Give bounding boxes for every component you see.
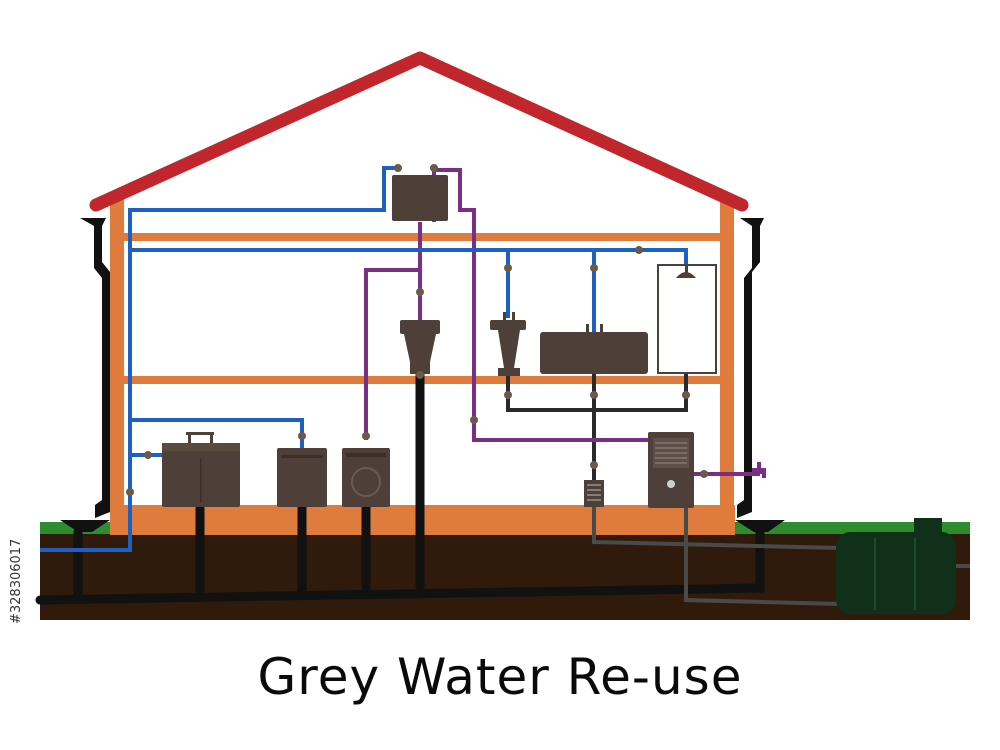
filter-icon [584, 480, 604, 507]
washing-machine-icon [342, 448, 390, 507]
toilet-icon [400, 320, 440, 374]
stock-id: #328306017 [9, 538, 24, 624]
grass-right [735, 522, 970, 534]
waste-pipe-network [35, 367, 765, 605]
caption: Grey Water Re-use [257, 648, 743, 706]
treatment-unit-icon [648, 432, 694, 508]
pipe-joints [126, 164, 708, 496]
storage-tank-icon [836, 518, 956, 614]
shower-icon [657, 264, 717, 374]
roof [89, 51, 749, 212]
drain-funnel-icon [60, 520, 785, 532]
grey-water-diagram [35, 51, 970, 620]
basin-icon [490, 312, 526, 376]
cistern-tank-icon [392, 175, 448, 221]
sink-icon [162, 432, 240, 507]
ground [40, 532, 970, 620]
garden-tap-icon [752, 462, 766, 478]
dishwasher-icon [277, 448, 327, 507]
downpipe-icon [80, 218, 764, 518]
bath-icon [540, 324, 648, 374]
